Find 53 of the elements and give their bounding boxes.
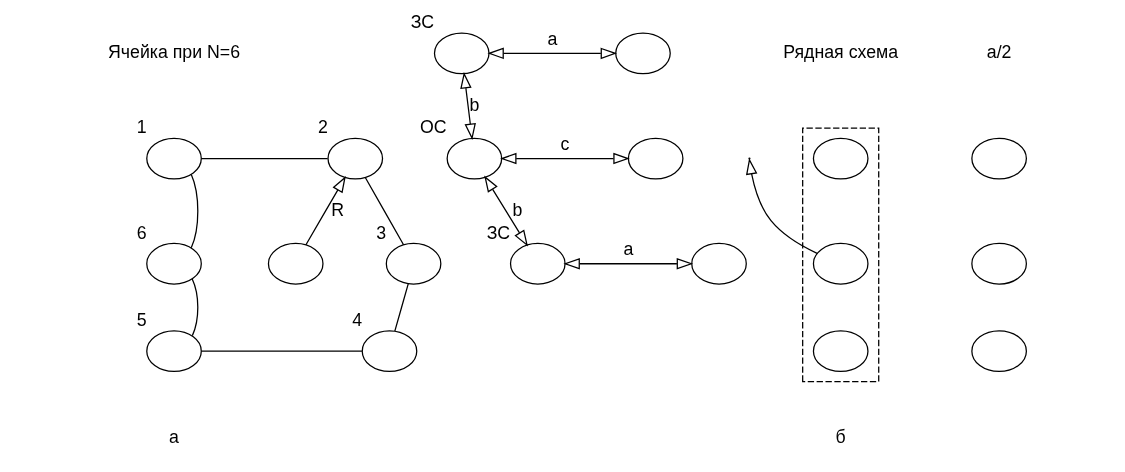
node-ellipse <box>971 242 1027 285</box>
connector <box>190 173 199 248</box>
edge-label: a <box>547 28 558 49</box>
connector <box>394 282 409 332</box>
node-label: 6 <box>136 222 147 243</box>
node-ellipse <box>971 329 1027 372</box>
label: a/2 <box>986 41 1012 62</box>
connector <box>191 277 199 336</box>
arrow <box>563 257 694 270</box>
edge-label: a <box>623 238 634 259</box>
edge-label: b <box>469 94 480 115</box>
arrow <box>487 47 618 59</box>
label: б <box>835 426 846 447</box>
node-ellipse <box>146 242 202 285</box>
edge-label: c <box>560 133 570 154</box>
label: а <box>169 426 179 447</box>
node-ellipse <box>691 242 747 285</box>
edge-label: R <box>331 199 344 220</box>
node-ellipse <box>812 329 869 372</box>
node-ellipse <box>433 31 490 74</box>
node-ellipse <box>146 137 202 179</box>
label: Рядная схема <box>783 41 899 62</box>
node-label: 1 <box>136 116 147 137</box>
node-ellipse <box>446 137 503 179</box>
node-ellipse <box>267 242 324 285</box>
node-label: 4 <box>352 309 363 330</box>
connector <box>200 157 329 159</box>
node-ellipse <box>812 137 869 179</box>
arrow <box>745 157 818 254</box>
arrow <box>484 175 528 247</box>
label: Ячейка при N=6 <box>107 41 241 62</box>
node-label: 2 <box>318 116 328 137</box>
arrow <box>460 71 476 140</box>
node-ellipse <box>327 137 384 179</box>
connector <box>200 350 363 352</box>
node-label: ЗС <box>486 222 511 243</box>
cluster <box>802 127 880 382</box>
connector <box>364 176 405 245</box>
node-ellipse <box>812 242 869 285</box>
arrow <box>500 152 630 164</box>
node-ellipse <box>615 31 671 74</box>
node-ellipse <box>509 242 566 285</box>
node-label: 5 <box>136 309 147 330</box>
edge-label: b <box>512 199 523 220</box>
node-ellipse <box>627 137 684 179</box>
node-ellipse <box>361 329 418 372</box>
node-label: ЗС <box>410 11 435 32</box>
node-label: 3 <box>376 222 387 243</box>
node-ellipse <box>971 137 1027 179</box>
node-label: ОС <box>419 116 447 137</box>
node-ellipse <box>385 242 442 285</box>
arrow <box>305 175 346 245</box>
node-ellipse <box>146 329 202 372</box>
